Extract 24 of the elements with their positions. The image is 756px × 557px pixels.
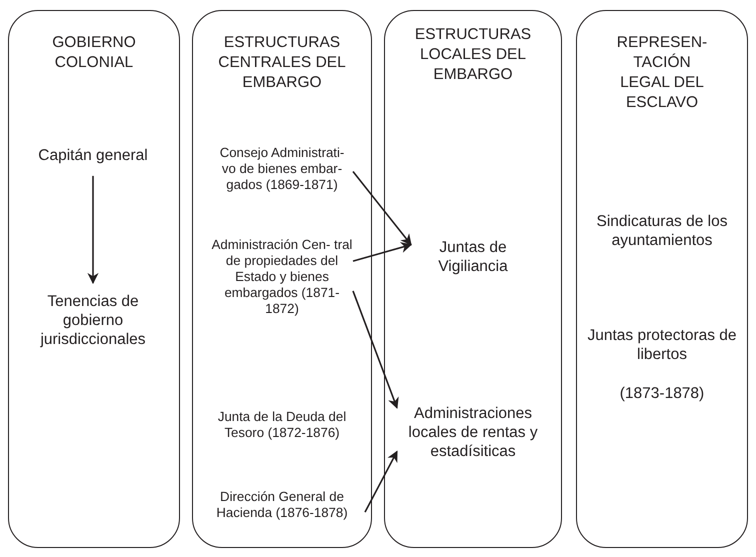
item-label: Capitán general (37, 147, 149, 166)
item-label: Juntas de Vigiliancia (437, 239, 509, 277)
column-heading: ESTRUCTURAS CENTRALES DEL EMBARGO (217, 33, 347, 94)
arrow (352, 290, 399, 409)
item-label: (1873-1878) (618, 384, 706, 404)
item-label: Sindicaturas de los ayuntamientos (596, 213, 728, 251)
item-label: Administraciones locales de rentas y estadísiticas (407, 405, 539, 462)
item-label: Juntas protectoras de libertos (586, 327, 738, 365)
arrow (352, 242, 412, 262)
item-label: Junta de la Deuda del Tesoro (1872-1876) (216, 409, 348, 442)
arrow (352, 171, 412, 246)
arrow (364, 450, 398, 513)
column-panel (192, 10, 372, 548)
column-panel (576, 10, 748, 548)
column-heading: REPRESEN- TACIÓN LEGAL DEL ESCLAVO (616, 33, 708, 114)
item-label: Dirección General de Hacienda (1876-1878) (215, 489, 349, 522)
column-heading: GOBIERNO COLONIAL (51, 33, 137, 74)
column-heading: ESTRUCTURAS LOCALES DEL EMBARGO (414, 25, 532, 86)
column-panel (8, 10, 180, 548)
item-label: Tenencias de gobierno jurisdiccionales (39, 293, 147, 350)
item-label: Administración Cen- tral de propiedades del Estado y bienes embargados (1871-1872) (211, 237, 353, 318)
item-label: Consejo Administrati- vo de bienes embar- gados (1869-1871) (218, 145, 346, 194)
column-panel (384, 10, 562, 548)
arrow (87, 176, 99, 284)
